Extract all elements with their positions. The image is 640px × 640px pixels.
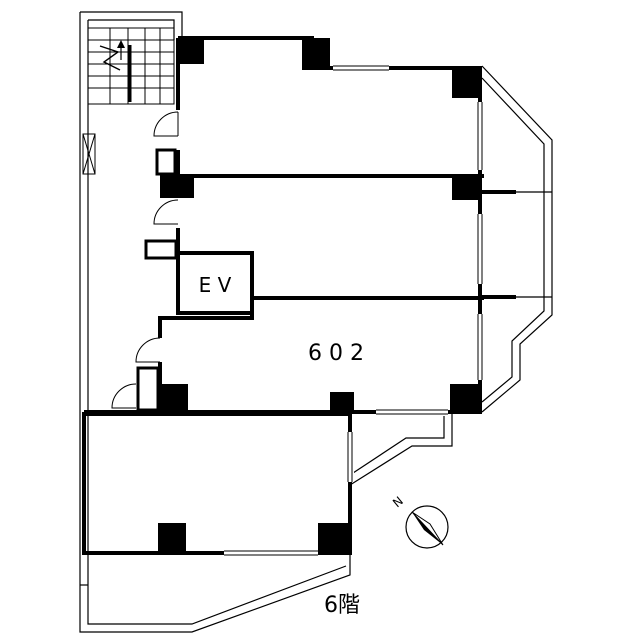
door-swings	[111, 111, 179, 409]
corridor-window	[82, 133, 96, 175]
compass-north-letter: N	[390, 494, 406, 510]
unit-number-label: 6 0 2	[308, 341, 364, 366]
window-openings	[333, 64, 484, 416]
lower-unit-walls	[82, 412, 352, 555]
outer-outline	[79, 11, 553, 633]
stairwell	[87, 27, 175, 105]
service-closets	[136, 148, 178, 412]
stair-direction-arrow-icon	[117, 40, 125, 60]
floor-label: 6階	[324, 593, 360, 618]
north-compass-icon: N	[390, 494, 449, 549]
elevator-label: E V	[199, 273, 232, 297]
building-walls	[84, 36, 516, 414]
lower-unit-windows	[224, 432, 354, 557]
structural-columns	[158, 38, 482, 553]
